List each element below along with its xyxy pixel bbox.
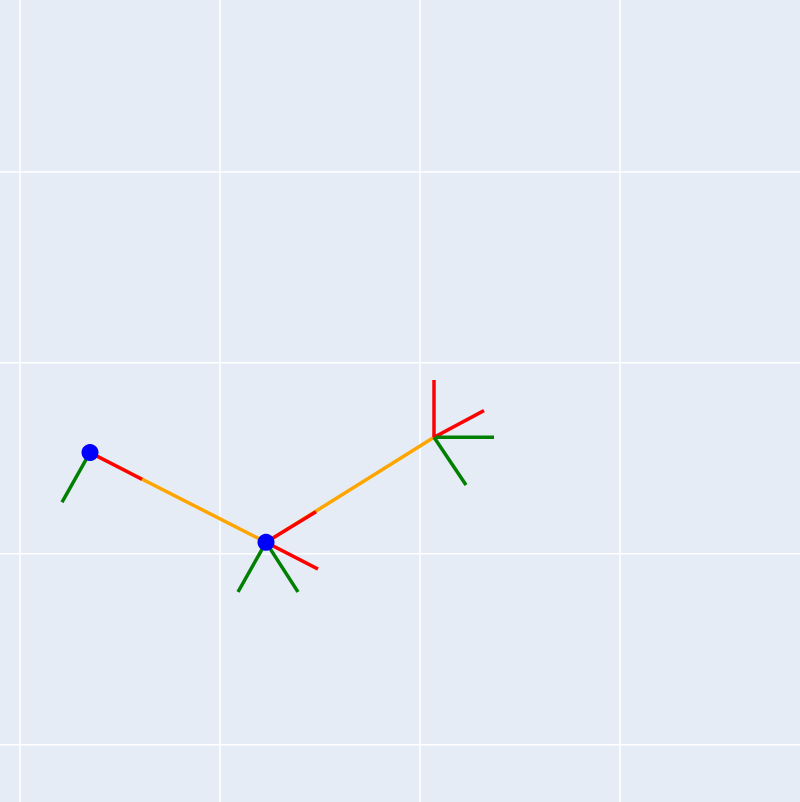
frame-y-axis xyxy=(432,436,468,486)
joint-marker xyxy=(81,444,99,462)
joint-marker xyxy=(257,533,275,551)
frame-x-axis xyxy=(265,540,319,571)
frame-y-axis xyxy=(236,541,268,593)
frame-x-axis xyxy=(265,510,317,544)
frame-x-axis xyxy=(89,451,143,481)
frame-x-axis xyxy=(433,409,485,439)
frame-y-axis xyxy=(264,541,300,593)
frame-y-axis xyxy=(60,451,92,504)
